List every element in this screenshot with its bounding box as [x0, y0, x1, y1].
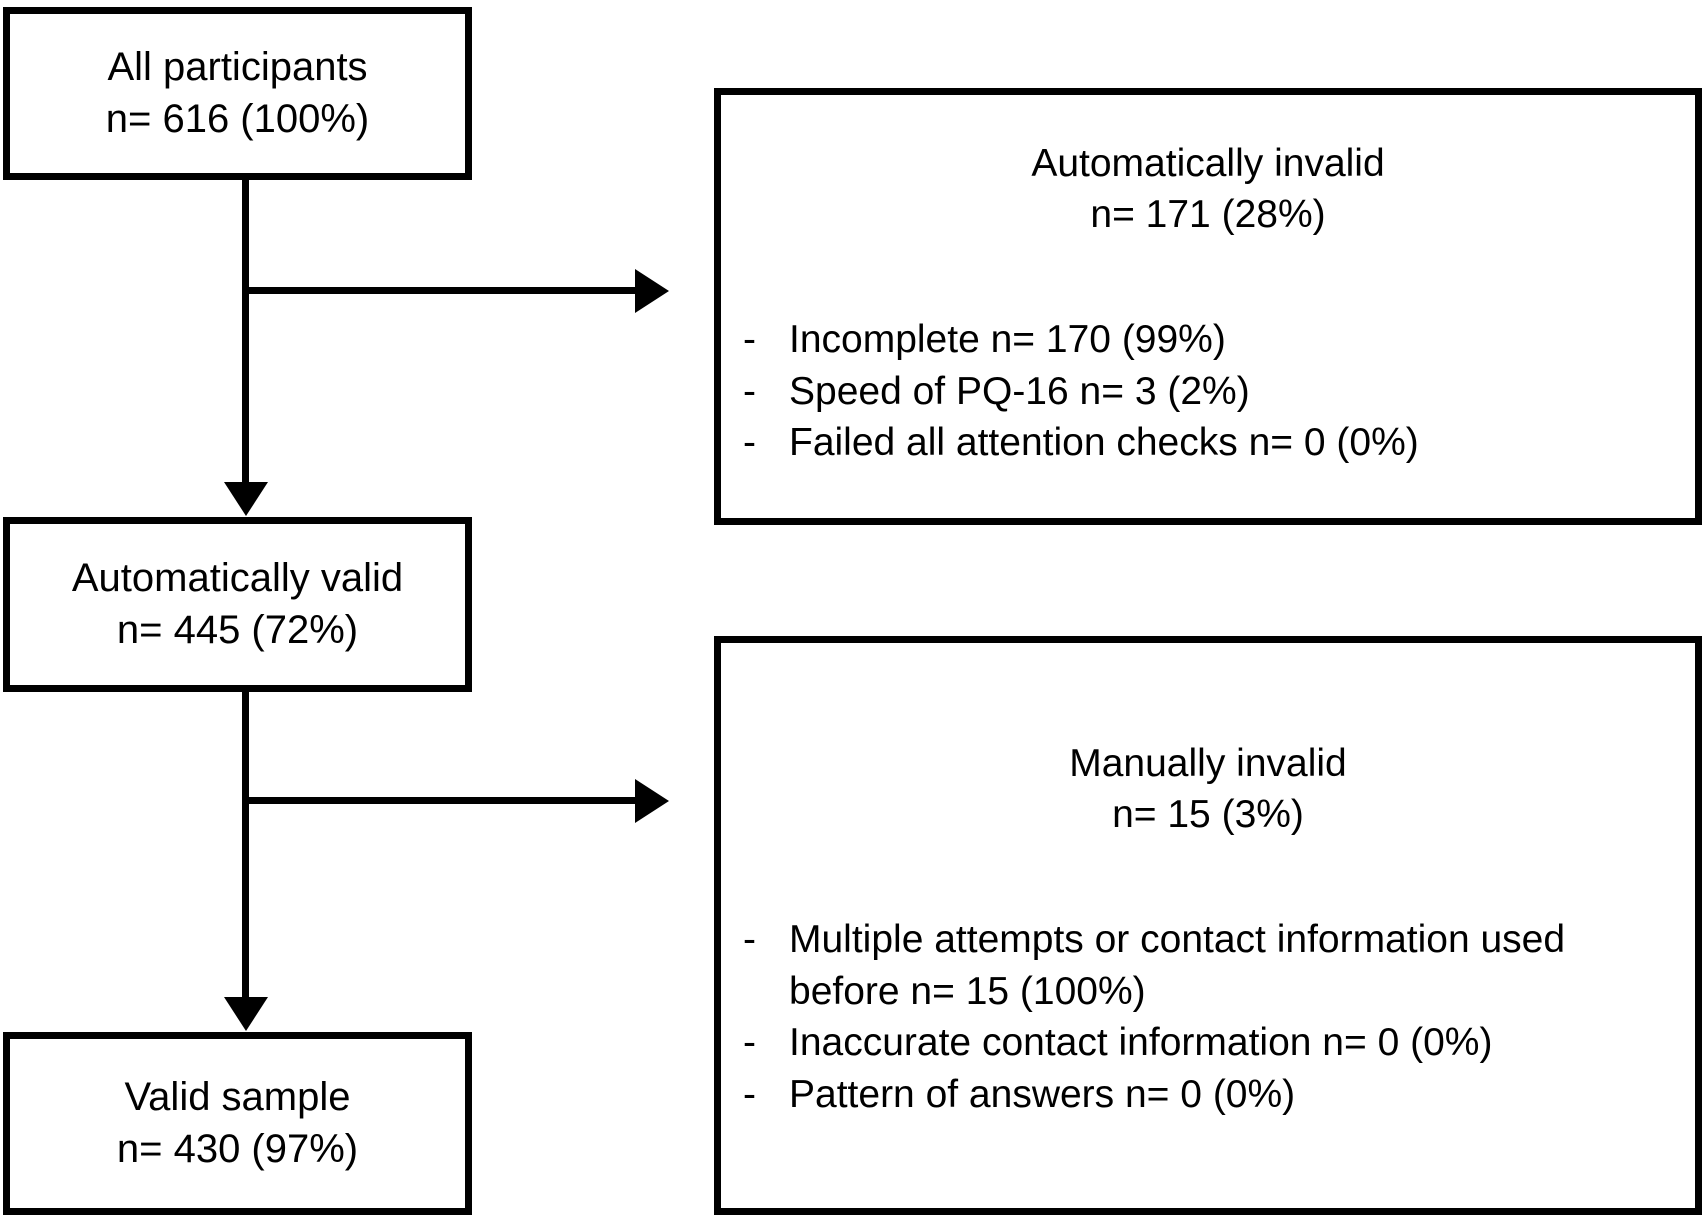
- connector-line-valid-to-sample: [242, 692, 249, 997]
- list-item-label: Speed of PQ-16 n= 3 (2%): [789, 369, 1250, 413]
- list-item-label: Pattern of answers n= 0 (0%): [789, 1072, 1296, 1116]
- bullet-dash-icon: -: [743, 369, 756, 413]
- bullet-dash-icon: -: [743, 1072, 756, 1116]
- list-item-label: Inaccurate contact information n= 0 (0%): [789, 1021, 1493, 1065]
- node-automatically-invalid-bullet-list: - Incomplete n= 170 (99%) - Speed of PQ-…: [721, 314, 1695, 468]
- node-manually-invalid[interactable]: Manually invalid n= 15 (3%) - Multiple a…: [714, 636, 1702, 1215]
- node-valid-sample[interactable]: Valid sample n= 430 (97%): [3, 1032, 472, 1215]
- arrow-head-right-to-manually-invalid: [635, 779, 669, 823]
- node-automatically-invalid-count: n= 171 (28%): [1090, 192, 1326, 236]
- list-item: - Multiple attempts or contact informati…: [743, 914, 1665, 1017]
- bullet-dash-icon: -: [743, 318, 756, 362]
- bullet-dash-icon: -: [743, 1021, 756, 1065]
- list-item-label: Failed all attention checks n= 0 (0%): [789, 421, 1419, 465]
- list-item: - Inaccurate contact information n= 0 (0…: [743, 1017, 1665, 1068]
- node-manually-invalid-title: Manually invalid: [1069, 742, 1347, 785]
- arrow-head-down-to-automatically-valid: [224, 482, 268, 516]
- node-all-participants[interactable]: All participants n= 616 (100%): [3, 7, 472, 180]
- node-automatically-invalid-header: Automatically invalid n= 171 (28%): [721, 139, 1695, 240]
- arrow-head-down-to-valid-sample: [224, 997, 268, 1031]
- bullet-dash-icon: -: [743, 918, 756, 962]
- node-automatically-valid[interactable]: Automatically valid n= 445 (72%): [3, 517, 472, 692]
- list-item: - Failed all attention checks n= 0 (0%): [743, 417, 1695, 468]
- connector-line-to-manually-invalid: [245, 797, 635, 804]
- node-manually-invalid-bullet-list: - Multiple attempts or contact informati…: [721, 914, 1695, 1120]
- node-manually-invalid-count: n= 15 (3%): [1112, 792, 1304, 836]
- node-automatically-invalid[interactable]: Automatically invalid n= 171 (28%) - Inc…: [714, 88, 1702, 525]
- node-manually-invalid-header: Manually invalid n= 15 (3%): [721, 739, 1695, 840]
- node-all-participants-title: All participants: [107, 45, 368, 90]
- list-item: - Speed of PQ-16 n= 3 (2%): [743, 366, 1695, 417]
- arrow-head-right-to-automatically-invalid: [635, 269, 669, 313]
- node-valid-sample-count: n= 430 (97%): [116, 1126, 359, 1171]
- node-automatically-invalid-title: Automatically invalid: [1031, 142, 1385, 185]
- node-automatically-valid-title: Automatically valid: [71, 556, 404, 601]
- bullet-dash-icon: -: [743, 421, 756, 465]
- list-item: - Pattern of answers n= 0 (0%): [743, 1069, 1665, 1120]
- node-automatically-valid-count: n= 445 (72%): [116, 607, 359, 652]
- list-item: - Incomplete n= 170 (99%): [743, 314, 1695, 365]
- connector-line-participants-to-valid: [242, 180, 249, 482]
- node-all-participants-count: n= 616 (100%): [105, 96, 370, 141]
- list-item-label: Incomplete n= 170 (99%): [789, 318, 1226, 362]
- connector-line-to-automatically-invalid: [245, 287, 635, 294]
- node-valid-sample-title: Valid sample: [124, 1075, 351, 1120]
- list-item-label: Multiple attempts or contact information…: [789, 918, 1566, 1013]
